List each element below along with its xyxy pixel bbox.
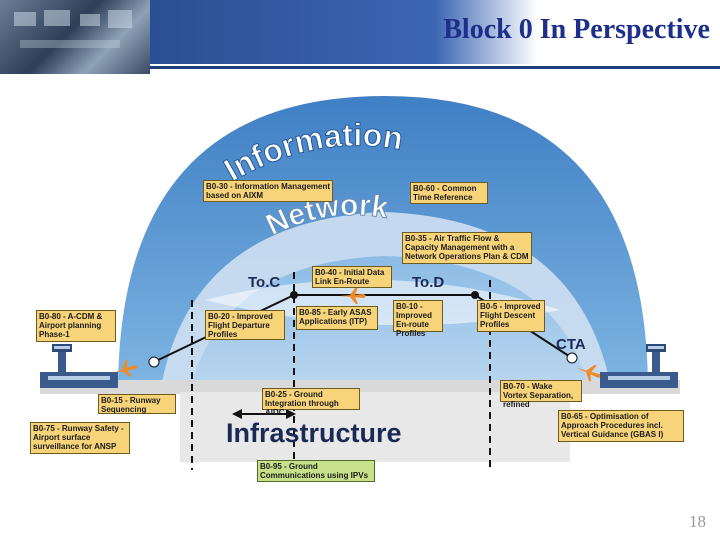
module-b0-10: B0-10 - Improved En-route Profiles — [393, 300, 443, 338]
airplane-icon — [576, 364, 602, 382]
toc-label: To.C — [248, 274, 281, 291]
infrastructure-label: Infrastructure — [226, 418, 402, 448]
module-b0-15: B0-15 - Runway Sequencing — [98, 394, 176, 414]
module-b0-35: B0-35 - Air Traffic Flow & Capacity Mana… — [402, 232, 532, 264]
header-photo — [0, 0, 150, 74]
module-b0-95: B0-95 - Ground Communications using IPVs — [257, 460, 375, 482]
module-b0-5: B0-5 - Improved Flight Descent Profiles — [477, 300, 545, 332]
airplane-icon — [112, 359, 138, 377]
infrastructure-band — [180, 392, 570, 462]
airport-tower-right-icon — [600, 344, 678, 388]
page-number: 18 — [689, 512, 706, 531]
module-b0-25: B0-25 - Ground Integration through AIDC — [262, 388, 360, 417]
module-b0-65: B0-65 - Optimisation of Approach Procedu… — [558, 410, 684, 442]
module-b0-70: B0-70 - Wake Vortex Separation, refined — [500, 380, 582, 409]
module-b0-40: B0-40 - Initial Data Link En-Route — [312, 266, 392, 288]
airport-tower-left-icon — [40, 344, 118, 388]
header-band: Block 0 In Perspective — [0, 0, 720, 74]
header-strip — [150, 0, 720, 64]
profile-point — [290, 291, 298, 299]
slide-title: Block 0 In Perspective — [443, 14, 710, 45]
profile-point — [566, 352, 578, 364]
module-b0-85: B0-85 - Early ASAS Applications (ITP) — [296, 306, 378, 330]
arrow-head-left-icon — [232, 409, 242, 419]
module-b0-30: B0-30 - Information Management based on … — [203, 180, 333, 202]
module-b0-20: B0-20 - Improved Flight Departure Profil… — [205, 310, 285, 340]
tod-label: To.D — [412, 274, 445, 291]
ground-band — [40, 380, 680, 394]
arrow-head-right-icon — [286, 409, 296, 419]
module-b0-60: B0-60 - Common Time Reference — [410, 182, 488, 204]
module-b0-80: B0-80 - A-CDM & Airport planning Phase-1 — [36, 310, 116, 342]
header-divider — [150, 66, 720, 69]
airplane-icon — [340, 287, 366, 304]
cta-label: CTA — [556, 336, 586, 353]
profile-point — [148, 356, 160, 368]
profile-point — [471, 291, 479, 299]
module-b0-75: B0-75 - Runway Safety - Airport surface … — [30, 422, 130, 454]
